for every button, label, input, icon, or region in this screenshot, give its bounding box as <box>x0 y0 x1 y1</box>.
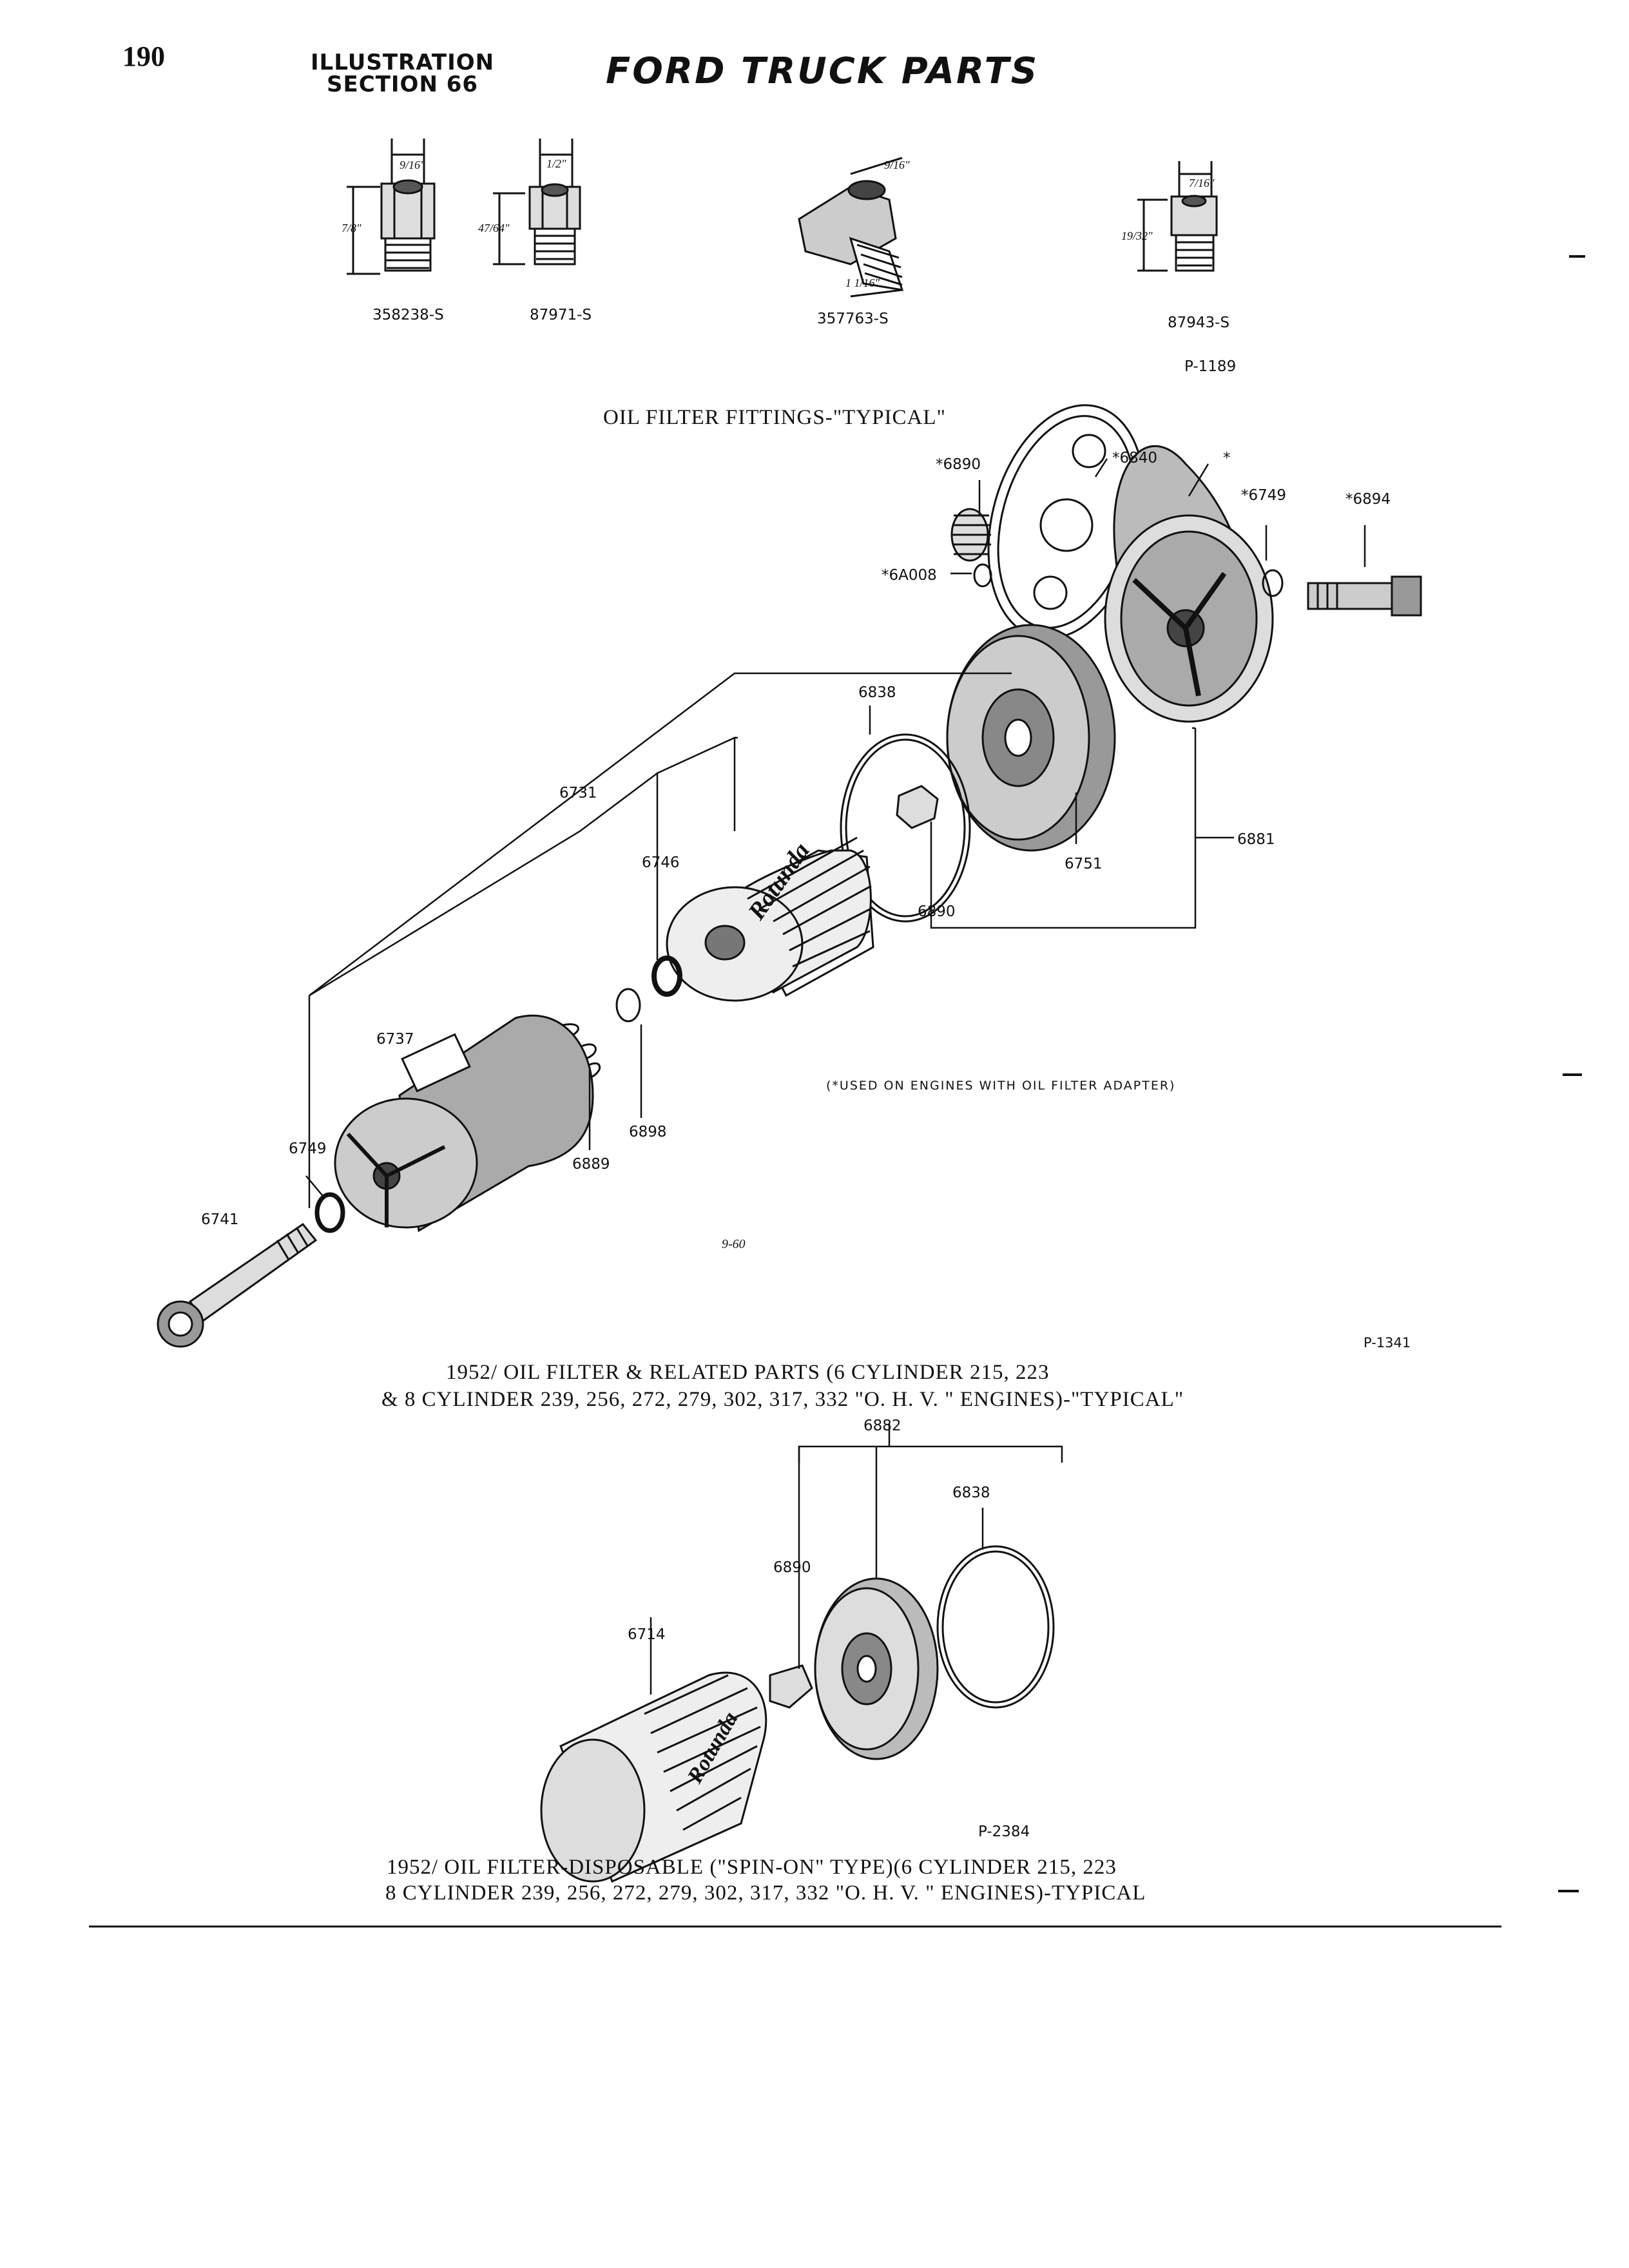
fitting-part-87971: 87971-S <box>530 307 592 323</box>
spin-on-caption-line-2: 8 CYLINDER 239, 256, 272, 279, 302, 317,… <box>385 1881 1146 1905</box>
washer-6749-top-illustration <box>1262 569 1284 597</box>
head-6882-illustration <box>814 1577 939 1760</box>
label-6881: 6881 <box>1237 831 1275 848</box>
section-heading: ILLUSTRATION SECTION 66 <box>311 52 494 95</box>
label-6890-top: *6890 <box>936 456 981 473</box>
label-6737: 6737 <box>376 1031 414 1048</box>
section-line-2: SECTION 66 <box>327 72 479 97</box>
dim-87971-top: 1/2" <box>546 157 566 170</box>
label-6749-top: *6749 <box>1241 487 1287 504</box>
plug-6890-illustration <box>950 508 991 562</box>
label-6890: 6890 <box>918 903 956 920</box>
gasket-6838-spin-illustration <box>936 1545 1055 1709</box>
label-6838-spin: 6838 <box>952 1485 990 1501</box>
fitting-87943-illustration <box>1137 161 1218 272</box>
adapter-note: (*USED ON ENGINES WITH OIL FILTER ADAPTE… <box>826 1079 1176 1093</box>
label-6898: 6898 <box>629 1124 667 1140</box>
label-star: * <box>1223 450 1231 466</box>
elbow-357763-illustration <box>798 157 904 298</box>
label-6894: *6894 <box>1345 491 1391 508</box>
label-6741: 6741 <box>201 1211 239 1228</box>
label-6731: 6731 <box>559 785 597 802</box>
dim-357763-top: 9/16" <box>884 159 910 171</box>
label-6A008: *6A008 <box>882 567 937 584</box>
filter-assembly-caption-line-1: 1952/ OIL FILTER & RELATED PARTS (6 CYLI… <box>446 1361 1050 1384</box>
bolt-6741-illustration <box>157 1222 318 1348</box>
filter-element-6731-illustration <box>666 836 874 1002</box>
leader-lines <box>305 458 1366 1208</box>
dim-357763-side: 1 1/16" <box>845 276 880 289</box>
gasket-6838-illustration <box>840 733 971 923</box>
spin-on-caption-line-1: 1952/ OIL FILTER-DISPOSABLE ("SPIN-ON" T… <box>387 1856 1117 1879</box>
filter-head-6751-illustration <box>946 624 1116 852</box>
gasket-6746-illustration <box>651 956 682 997</box>
dim-87943-top: 7/16" <box>1189 177 1215 189</box>
spin-on-filter-6714-illustration <box>540 1671 767 1883</box>
adapter-housing-illustration <box>1104 445 1274 723</box>
label-6751: 6751 <box>1065 856 1103 872</box>
dim-87943-side: 19/32" <box>1121 229 1153 242</box>
label-6840: *6840 <box>1112 450 1158 466</box>
fitting-358238-illustration <box>347 139 436 275</box>
fitting-part-358238: 358238-S <box>372 307 444 323</box>
label-6890-spin: 6890 <box>773 1559 811 1576</box>
fitting-6890-spin-illustration <box>769 1664 813 1709</box>
label-6714: 6714 <box>628 1626 666 1643</box>
fitting-87971-illustration <box>493 139 581 265</box>
page-title: FORD TRUCK PARTS <box>606 50 1039 92</box>
dim-358238-side: 7/8" <box>342 222 361 235</box>
washer-6749-illustration <box>314 1192 345 1233</box>
spin-on-plate-number: P-2384 <box>978 1823 1030 1840</box>
filter-assembly-caption-line-2: & 8 CYLINDER 239, 256, 272, 279, 302, 31… <box>381 1388 1184 1411</box>
label-6838: 6838 <box>858 684 896 701</box>
nut-6890-illustration <box>896 785 939 829</box>
dim-358238-top: 9/16" <box>400 159 425 171</box>
spin-leader-lines <box>650 1424 1063 1695</box>
label-6746: 6746 <box>642 854 680 871</box>
filter-shell-6737-illustration <box>334 1014 594 1233</box>
fitting-part-87943: 87943-S <box>1168 314 1230 331</box>
label-6749: 6749 <box>289 1140 327 1157</box>
filter-assembly-plate-number: P-1341 <box>1364 1335 1411 1350</box>
clip-6898-illustration <box>615 988 641 1023</box>
dim-87971-side: 47/64" <box>478 222 510 235</box>
section-line-1: ILLUSTRATION <box>311 50 495 75</box>
fittings-plate-number: P-1189 <box>1184 358 1237 375</box>
fitting-part-357763: 357763-S <box>817 311 889 327</box>
label-6882: 6882 <box>863 1418 901 1434</box>
fittings-caption: OIL FILTER FITTINGS-"TYPICAL" <box>603 406 946 429</box>
date-code: 9-60 <box>722 1237 746 1251</box>
bolt-6894-illustration <box>1307 575 1422 617</box>
label-6889: 6889 <box>572 1156 610 1173</box>
page-number: 190 <box>122 41 165 72</box>
